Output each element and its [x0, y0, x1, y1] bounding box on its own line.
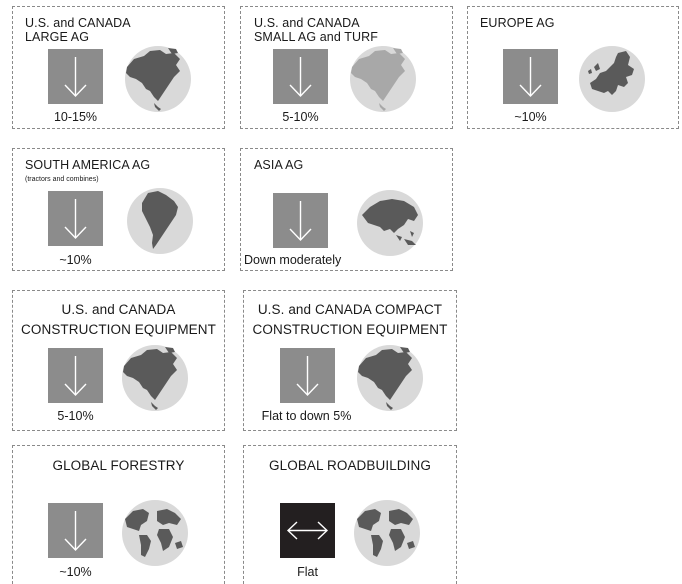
- north-america-globe-icon: [349, 45, 417, 113]
- world-globe-icon: [353, 499, 421, 567]
- asia-globe-icon: [356, 189, 424, 257]
- down-arrow-icon: [503, 49, 558, 104]
- down-arrow-icon: [280, 348, 335, 403]
- left-right-arrow-icon: [280, 503, 335, 558]
- panel-asia-ag: ASIA AG Down moderately: [240, 148, 453, 271]
- forecast-value: 10-15%: [53, 110, 98, 124]
- north-america-globe-icon: [356, 344, 424, 412]
- forecast-value: Down moderately: [244, 253, 342, 267]
- south-america-globe-icon: [126, 187, 194, 255]
- panel-europe-ag: EUROPE AG ~10%: [467, 6, 679, 129]
- down-arrow-icon: [48, 503, 103, 558]
- panel-title: GLOBAL ROADBUILDING: [269, 458, 431, 473]
- down-arrow-icon: [48, 191, 103, 246]
- forecast-value: ~10%: [59, 253, 92, 267]
- forecast-value: ~10%: [59, 565, 92, 579]
- forecast-value: 5-10%: [282, 110, 319, 124]
- world-globe-icon: [121, 499, 189, 567]
- north-america-globe-icon: [124, 45, 192, 113]
- panel-title: SOUTH AMERICA AG: [25, 158, 151, 172]
- down-arrow-icon: [273, 49, 328, 104]
- north-america-globe-icon: [121, 344, 189, 412]
- forecast-value: Flat to down 5%: [261, 409, 352, 423]
- down-arrow-icon: [273, 193, 328, 248]
- forecast-value: 5-10%: [57, 409, 94, 423]
- panel-global-roadbuilding: GLOBAL ROADBUILDING Flat: [243, 445, 457, 584]
- panel-title: ASIA AG: [254, 158, 304, 172]
- europe-globe-icon: [578, 45, 646, 113]
- forecast-value: ~10%: [514, 110, 547, 124]
- panel-title: GLOBAL FORESTRY: [52, 458, 185, 473]
- panel-global-forestry: GLOBAL FORESTRY ~10%: [12, 445, 225, 584]
- down-arrow-icon: [48, 348, 103, 403]
- down-arrow-icon: [48, 49, 103, 104]
- forecast-value: Flat: [297, 565, 318, 579]
- panel-subnote: (tractors and combines): [25, 176, 99, 183]
- panel-title: EUROPE AG: [480, 16, 555, 30]
- panel-south-america-ag: SOUTH AMERICA AG (tractors and combines)…: [12, 148, 225, 271]
